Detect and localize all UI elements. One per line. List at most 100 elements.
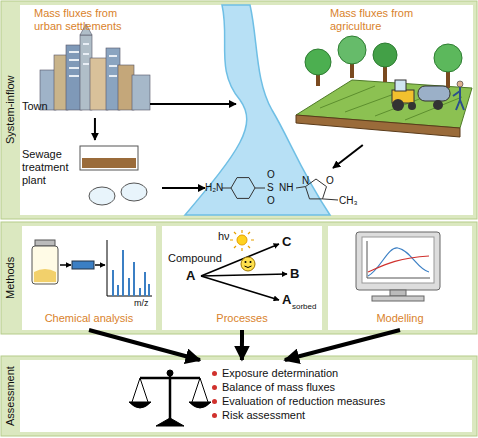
scale-pan xyxy=(189,402,211,408)
list-item: Exposure determination xyxy=(212,367,472,380)
soil xyxy=(296,115,460,137)
method-panel: m/zChemical analysis xyxy=(22,226,156,330)
scale-pan xyxy=(129,402,151,408)
band-frame xyxy=(1,1,477,219)
tree-crown xyxy=(434,44,462,72)
sun xyxy=(237,235,247,245)
sun-rays xyxy=(230,230,254,251)
spectrum-axes xyxy=(107,240,152,296)
atom-label: O xyxy=(326,175,334,187)
assessment-band: AssessmentExposure determinationBalance … xyxy=(1,356,477,436)
reaction-arrow xyxy=(201,276,279,300)
band-title: System-inflow xyxy=(1,1,20,219)
windows xyxy=(69,44,117,76)
list-item: Balance of mass fluxes xyxy=(212,381,472,394)
panel-title: Processes xyxy=(162,312,322,325)
flux-heading: Mass fluxes from agriculture xyxy=(330,7,450,33)
monitor xyxy=(356,232,440,290)
wheel xyxy=(433,100,443,110)
clarifier xyxy=(121,183,147,201)
assessment-list: Exposure determinationBalance of mass fl… xyxy=(20,360,472,432)
atom-label: CH₃ xyxy=(339,195,358,207)
light-label: hν xyxy=(218,230,230,243)
reaction-arrow xyxy=(201,274,287,276)
tractor-cab xyxy=(395,80,406,91)
sample-granules xyxy=(34,269,56,282)
slurry-tank xyxy=(418,86,450,101)
wheel xyxy=(408,102,416,110)
bond xyxy=(296,187,306,188)
band-frame xyxy=(1,222,477,334)
smile xyxy=(245,266,252,268)
furrows xyxy=(320,86,462,120)
treatment-tanks xyxy=(80,146,147,205)
clarifier xyxy=(89,187,115,205)
flow-arrow xyxy=(285,330,400,360)
computer xyxy=(356,232,440,301)
wheel xyxy=(392,99,404,111)
bond xyxy=(222,188,231,189)
building xyxy=(66,45,82,110)
plot-axes xyxy=(367,241,430,278)
building xyxy=(118,65,134,110)
town-node: Mass fluxes from urban settlementsTown xyxy=(22,6,162,118)
agriculture-node: Mass fluxes from agriculture xyxy=(290,6,472,145)
band-inner xyxy=(20,360,472,432)
atom-label: NH xyxy=(279,182,293,194)
molecule-bonds xyxy=(222,178,338,200)
plant-label: Sewage treatment plant xyxy=(22,148,76,187)
scale-strings xyxy=(132,378,208,402)
atom-label: O xyxy=(267,169,275,181)
bond xyxy=(255,188,265,189)
method-panel: CompoundAhνCBAsorbedProcesses xyxy=(162,226,322,330)
benzene-ring xyxy=(231,178,255,199)
treatment-plant: Sewage treatment plant xyxy=(22,140,162,212)
plot-curve xyxy=(368,256,429,272)
sludge xyxy=(82,158,136,168)
band-title: Methods xyxy=(1,222,20,334)
species-label: A xyxy=(186,268,195,283)
method-panel xyxy=(162,226,322,330)
list-item: Evaluation of reduction measures xyxy=(212,395,472,408)
keyboard xyxy=(372,296,424,301)
band-inner xyxy=(20,5,473,215)
atom-label: N xyxy=(302,175,309,187)
panel-title: Chemical analysis xyxy=(22,312,156,325)
process-icons xyxy=(201,230,287,300)
sample-jar xyxy=(32,246,58,284)
monitor-stand xyxy=(390,290,406,296)
spectrum-peaks xyxy=(113,250,149,296)
scales xyxy=(129,370,211,426)
building xyxy=(90,58,108,110)
molecule: H₂NOSONHONCH₃ xyxy=(205,168,365,212)
flow-arrow xyxy=(60,264,71,266)
atom-label: S xyxy=(267,182,274,194)
analysis-icons xyxy=(32,240,152,296)
methods-band: Methodsm/zChemical analysisCompoundAhνCB… xyxy=(1,222,477,334)
panel-title: Modelling xyxy=(328,312,472,325)
flux-heading: Mass fluxes from urban settlements xyxy=(34,7,138,33)
scale-pivot xyxy=(167,370,173,376)
plot-curve xyxy=(368,248,429,276)
species-label: B xyxy=(290,266,299,281)
screen xyxy=(362,237,434,283)
scale-beam xyxy=(140,377,200,380)
flow-arrow xyxy=(333,145,363,168)
flow-arrow xyxy=(240,330,244,360)
atom-label: H₂N xyxy=(205,182,223,194)
scale-base xyxy=(156,418,184,426)
band-frame xyxy=(1,356,477,436)
settling-tank xyxy=(80,146,138,170)
city xyxy=(40,24,150,110)
column xyxy=(72,261,94,269)
species-label: C xyxy=(282,234,291,249)
eye xyxy=(250,261,252,263)
farmer-body xyxy=(453,87,464,110)
method-panel: Modelling xyxy=(328,226,472,330)
flux-arrow xyxy=(150,103,236,105)
tree-crown xyxy=(338,36,366,64)
method-panel xyxy=(328,226,472,330)
tree-crown xyxy=(305,49,331,75)
inflow-band: System-inflowMass fluxes from urban sett… xyxy=(1,1,477,219)
